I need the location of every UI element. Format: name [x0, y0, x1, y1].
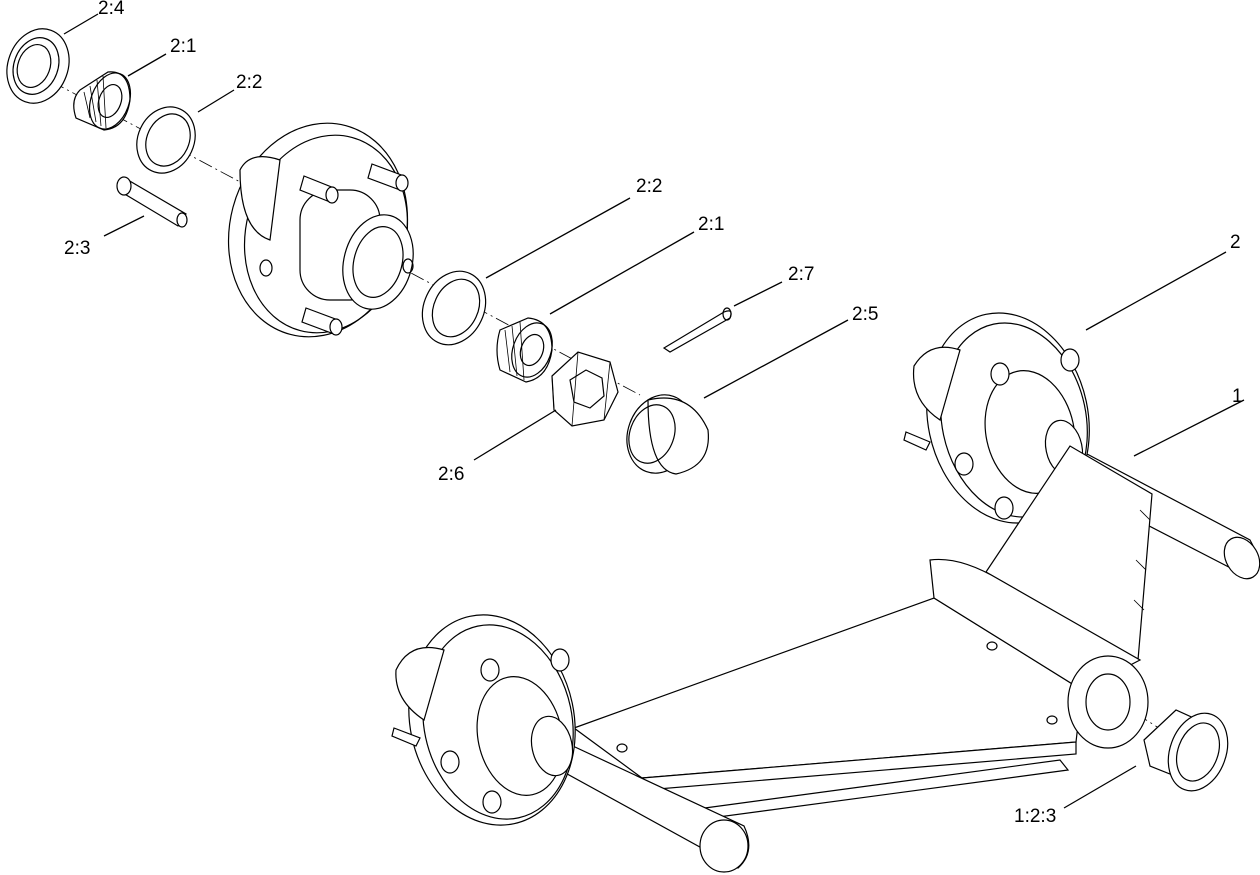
callout-2-6: 2:6 — [438, 464, 464, 485]
callout-labels: 2:4 2:1 2:2 2:3 2:2 2:1 2:7 2:5 2:6 2 1 … — [64, 0, 1243, 827]
callout-2-7: 2:7 — [788, 264, 814, 285]
callout-2-2-mid: 2:2 — [636, 176, 662, 197]
bearing-cup-outer — [136, 106, 196, 174]
castle-nut — [551, 351, 619, 427]
callout-2-4-top: 2:4 — [98, 0, 125, 19]
grease-seal — [6, 28, 70, 104]
axle-frame-right — [903, 312, 1260, 661]
callout-2-1-top: 2:1 — [170, 36, 196, 57]
cotter-pin — [662, 307, 732, 353]
bearing-cone-inner — [496, 317, 553, 383]
bearing-cone-outer — [73, 71, 132, 131]
wheel-hub-exploded — [227, 122, 414, 338]
callout-1-2-3: 1:2:3 — [1014, 806, 1056, 827]
callout-2-1-mid: 2:1 — [698, 214, 724, 235]
grease-cap — [626, 394, 709, 475]
callout-2-3: 2:3 — [64, 238, 90, 259]
callout-2-5: 2:5 — [852, 304, 878, 325]
callout-2-2-top: 2:2 — [236, 72, 262, 93]
bearing-cup-inner — [421, 270, 487, 346]
callout-1: 1 — [1232, 386, 1243, 407]
leader-lines — [63, 13, 1245, 809]
wheel-stud — [116, 176, 188, 228]
pivot-bushing — [1143, 709, 1229, 792]
callout-2: 2 — [1230, 232, 1241, 253]
axle-frame-main — [391, 558, 1149, 873]
